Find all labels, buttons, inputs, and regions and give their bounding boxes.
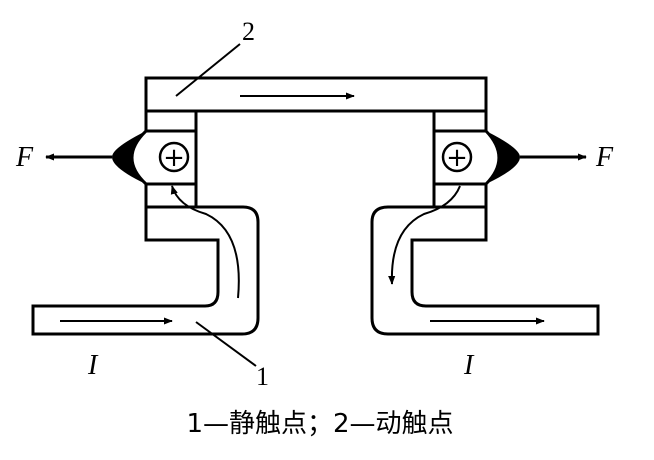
caption: 1—静触点；2—动触点: [186, 409, 453, 439]
left-static-conductor: [31, 205, 260, 336]
moving-contact-bar: [144, 76, 488, 113]
leader-line-2: [175, 43, 241, 97]
right-plus-sign: +: [446, 143, 468, 173]
label-2: 2: [242, 17, 255, 46]
label-current-left: I: [87, 350, 99, 381]
left-plus-sign: +: [163, 143, 185, 173]
current-arrow-left-up: [170, 185, 240, 299]
leader-line-1: [195, 321, 257, 367]
label-force-left: F: [15, 142, 34, 173]
current-arrow-right-down: [388, 185, 461, 285]
left-static-block: [144, 182, 198, 209]
label-1: 1: [256, 362, 269, 391]
label-force-right: F: [595, 142, 614, 173]
right-plus-circle: [441, 141, 473, 173]
right-moving-block: [432, 109, 488, 133]
label-current-right: I: [463, 350, 475, 381]
left-moving-block: [144, 109, 198, 133]
right-static-conductor: [370, 205, 600, 336]
left-plus-circle: [158, 141, 190, 173]
